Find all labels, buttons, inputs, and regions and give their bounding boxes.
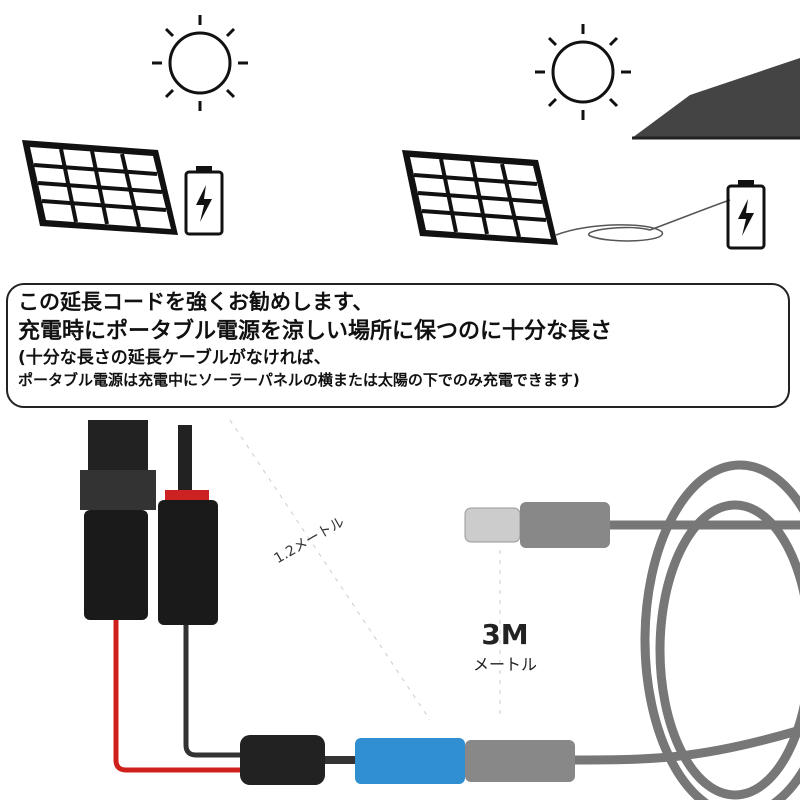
shade-roof <box>632 58 800 140</box>
gray-connector <box>465 740 575 782</box>
wires <box>113 620 250 773</box>
coiled-cable <box>555 199 731 242</box>
dimension-lines <box>229 419 501 721</box>
cable-coil <box>569 460 800 800</box>
notice-line-2: 充電時にポータブル電源を涼しい場所に保つのに十分な長さ <box>18 319 613 345</box>
sun-icon-left <box>152 15 248 111</box>
mc4-female-connector <box>80 420 156 620</box>
mc4-male-connector <box>158 425 218 625</box>
long-cable-length-label: 3M メートル <box>450 618 560 675</box>
long-cable-length-unit: メートル <box>472 655 537 674</box>
notice-line-3: (十分な長さの延長ケーブルがなければ、 <box>18 347 331 368</box>
junction-box <box>240 735 325 785</box>
battery-icon-left <box>184 166 224 236</box>
battery-icon-right <box>726 180 766 250</box>
dc-plug <box>464 502 610 548</box>
long-cable-length-value: 3M <box>481 618 529 651</box>
notice-line-1: この延長コードを強くお勧めします、 <box>18 290 374 314</box>
notice-line-4: ポータブル電源は充電中にソーラーパネルの横または太陽の下でのみ充電できます) <box>18 370 580 389</box>
solar-panel-left <box>22 140 178 235</box>
sun-icon-right <box>535 24 631 120</box>
solar-panel-right <box>402 150 558 245</box>
notice-box: この延長コードを強くお勧めします、 充電時にポータブル電源を涼しい場所に保つのに… <box>6 283 790 408</box>
blue-connector <box>355 738 465 784</box>
